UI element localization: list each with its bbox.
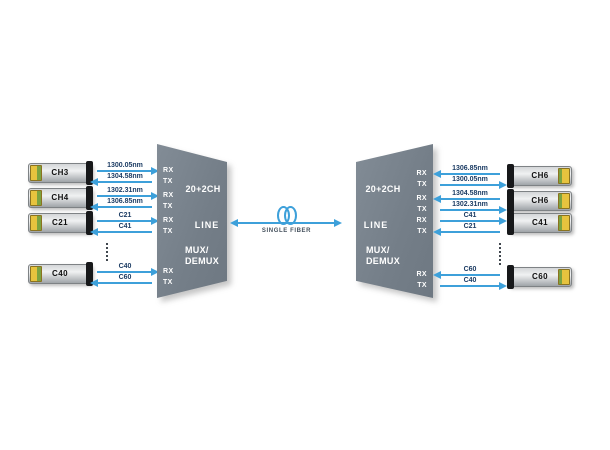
transceiver-module: C41 bbox=[507, 211, 572, 235]
module-label: C60 bbox=[532, 272, 548, 281]
arrow-left-icon bbox=[90, 203, 152, 211]
channel-label: C40 bbox=[118, 263, 132, 270]
connector-cap bbox=[86, 211, 93, 235]
latch-icon bbox=[558, 269, 570, 285]
channel-label: C41 bbox=[118, 223, 132, 230]
latch-icon bbox=[30, 190, 42, 206]
rx-port-label: RX bbox=[163, 268, 174, 275]
tx-port-label: TX bbox=[163, 203, 173, 210]
wavelength-label: 1306.85nm bbox=[107, 198, 143, 205]
channel-label: C40 bbox=[463, 277, 477, 284]
mux-demux-label: MUX/ DEMUX bbox=[366, 245, 400, 267]
module-label: CH3 bbox=[51, 168, 69, 177]
latch-icon bbox=[558, 168, 570, 184]
module-label: C21 bbox=[52, 218, 68, 227]
rx-port-label: RX bbox=[416, 170, 427, 177]
ellipsis-divider bbox=[499, 243, 501, 265]
wavelength-label: 1304.58nm bbox=[452, 190, 488, 197]
tx-port-label: TX bbox=[163, 279, 173, 286]
arrow-left-icon bbox=[433, 228, 500, 236]
transceiver-module: C60 bbox=[507, 265, 572, 289]
mux-body bbox=[356, 144, 433, 298]
tx-port-label: TX bbox=[417, 228, 427, 235]
transceiver-module: CH4 bbox=[28, 186, 93, 210]
channel-label: C41 bbox=[463, 212, 477, 219]
latch-icon bbox=[30, 266, 42, 282]
wavelength-label: 1302.31nm bbox=[107, 187, 143, 194]
fiber-coil-icon bbox=[284, 206, 297, 225]
connector-cap bbox=[507, 265, 514, 289]
connector-cap bbox=[507, 164, 514, 188]
arrow-right-icon bbox=[97, 217, 159, 225]
rx-port-label: RX bbox=[163, 167, 174, 174]
module-label: CH4 bbox=[51, 193, 69, 202]
transceiver-module: C21 bbox=[28, 211, 93, 235]
ellipsis-divider bbox=[106, 243, 108, 261]
arrow-left-icon bbox=[90, 228, 152, 236]
arrow-right-icon bbox=[440, 206, 507, 214]
tx-port-label: TX bbox=[163, 228, 173, 235]
arrow-right-icon bbox=[440, 217, 507, 225]
arrow-right-icon bbox=[97, 192, 159, 200]
rx-port-label: RX bbox=[163, 217, 174, 224]
transceiver-module: CH6 bbox=[507, 164, 572, 188]
mux-label-line1: MUX/ bbox=[366, 245, 390, 255]
mux-channel-count: 20+2CH bbox=[185, 184, 221, 194]
line-port-label: LINE bbox=[194, 220, 220, 230]
transceiver-module: CH6 bbox=[507, 189, 572, 213]
left-mux-demux: RX TX RX TX RX TX RX TX 20+2CH LINE MUX/… bbox=[157, 144, 227, 298]
connector-cap bbox=[86, 186, 93, 210]
connector-cap bbox=[507, 211, 514, 235]
module-label: CH6 bbox=[531, 196, 549, 205]
wavelength-label: 1300.05nm bbox=[107, 162, 143, 169]
arrow-right-icon bbox=[97, 268, 159, 276]
connector-cap bbox=[507, 189, 514, 213]
arrow-left-icon bbox=[433, 271, 500, 279]
channel-label: C21 bbox=[463, 223, 477, 230]
module-label: CH6 bbox=[531, 171, 549, 180]
arrow-left-icon bbox=[433, 170, 500, 178]
right-mux-demux: RX TX RX TX RX TX RX TX 20+2CH LINE MUX/… bbox=[356, 144, 433, 298]
latch-icon bbox=[30, 215, 42, 231]
channel-label: C60 bbox=[118, 274, 132, 281]
rx-port-label: RX bbox=[416, 217, 427, 224]
wavelength-label: 1302.31nm bbox=[452, 201, 488, 208]
tx-port-label: TX bbox=[417, 181, 427, 188]
wavelength-label: 1304.58nm bbox=[107, 173, 143, 180]
mux-label-line2: DEMUX bbox=[185, 256, 220, 266]
single-fiber-label: SINGLE FIBER bbox=[261, 228, 312, 234]
latch-icon bbox=[558, 193, 570, 209]
mux-label-line1: MUX/ bbox=[185, 245, 209, 255]
module-label: C40 bbox=[52, 269, 68, 278]
mux-demux-label: MUX/ DEMUX bbox=[185, 245, 219, 267]
arrow-right-icon bbox=[97, 167, 159, 175]
rx-port-label: RX bbox=[416, 195, 427, 202]
wavelength-label: 1300.05nm bbox=[452, 176, 488, 183]
arrow-right-icon bbox=[440, 282, 507, 290]
mux-channel-count: 20+2CH bbox=[365, 184, 401, 194]
wavelength-label: 1306.85nm bbox=[452, 165, 488, 172]
arrow-right-icon bbox=[440, 181, 507, 189]
rx-port-label: RX bbox=[416, 271, 427, 278]
tx-port-label: TX bbox=[417, 206, 427, 213]
arrow-left-icon bbox=[90, 279, 152, 287]
mux-label-line2: DEMUX bbox=[366, 256, 401, 266]
transceiver-module: C40 bbox=[28, 262, 93, 286]
connector-cap bbox=[86, 161, 93, 185]
latch-icon bbox=[30, 165, 42, 181]
channel-label: C60 bbox=[463, 266, 477, 273]
tx-port-label: TX bbox=[417, 282, 427, 289]
mux-body bbox=[157, 144, 227, 298]
arrow-left-icon bbox=[433, 195, 500, 203]
arrow-left-icon bbox=[90, 178, 152, 186]
rx-port-label: RX bbox=[163, 192, 174, 199]
tx-port-label: TX bbox=[163, 178, 173, 185]
connector-cap bbox=[86, 262, 93, 286]
module-label: C41 bbox=[532, 218, 548, 227]
transceiver-module: CH3 bbox=[28, 161, 93, 185]
channel-label: C21 bbox=[118, 212, 132, 219]
latch-icon bbox=[558, 215, 570, 231]
line-port-label: LINE bbox=[363, 220, 389, 230]
